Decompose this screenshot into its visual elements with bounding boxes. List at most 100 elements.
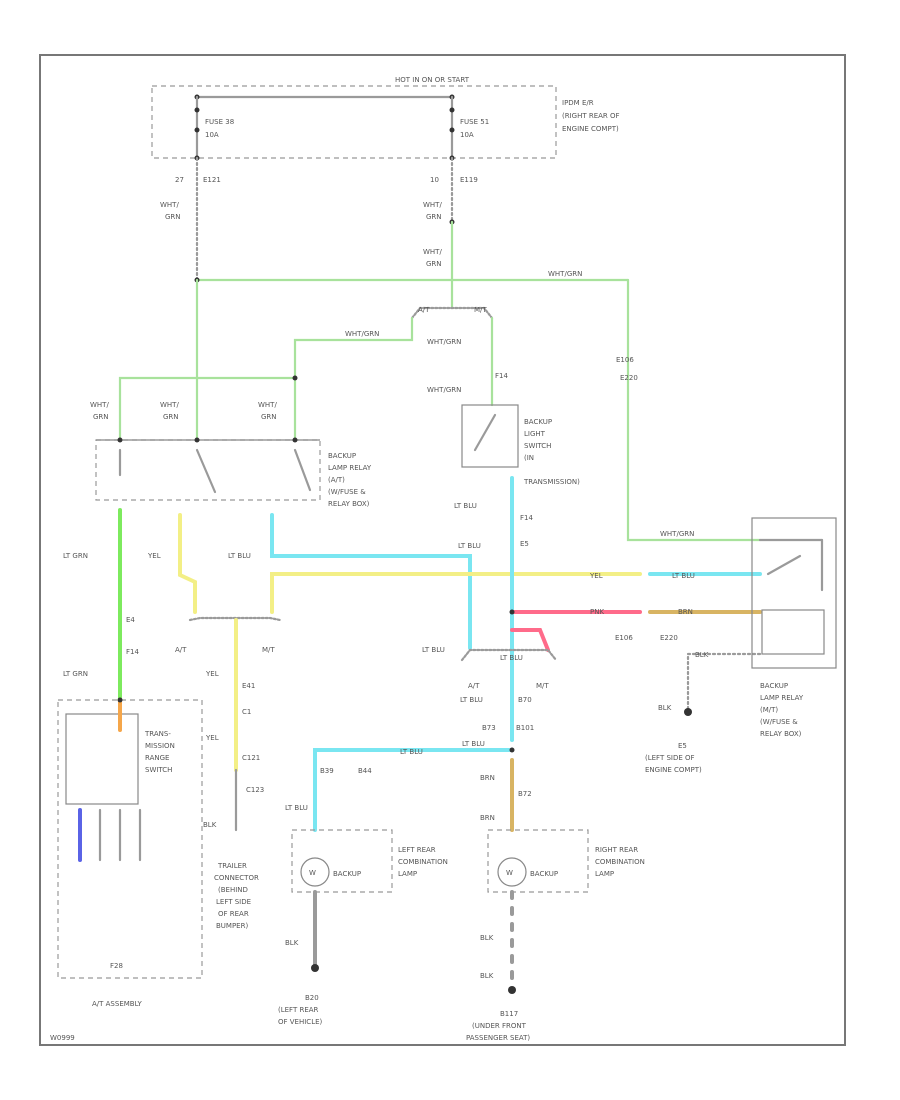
trs-label-4: SWITCH: [145, 766, 172, 774]
pnk-drop: [510, 628, 550, 652]
e41-label: E41: [242, 682, 255, 690]
b20-id: B20: [305, 994, 319, 1002]
right-lamp-label-1: RIGHT REAR: [595, 846, 638, 854]
mt-relay-label-3: (M/T): [760, 706, 778, 714]
c123-label: C123: [246, 786, 264, 794]
lt-blu-label-3: LT BLU: [672, 572, 695, 580]
splice-lamps: [509, 747, 515, 753]
ground-b20: [311, 964, 319, 972]
lt-blu-label-2: LT BLU: [458, 542, 481, 550]
wht-grn-right-4: GRN: [426, 260, 442, 268]
at-relay-switches: [117, 437, 312, 494]
b73-label: B73: [482, 724, 496, 732]
right-backup: BACKUP: [530, 870, 558, 878]
e5-ground-id: E5: [678, 742, 687, 750]
ground-e5: [684, 708, 692, 716]
e106-lower: E106: [615, 634, 633, 642]
right-lamp-bulb: [497, 857, 527, 887]
e5-ground-loc-2: ENGINE COMPT): [645, 766, 702, 774]
at-backup-relay-box: [95, 439, 321, 501]
lt-blu-label-10: LT BLU: [285, 804, 308, 812]
left-lamp-label-3: LAMP: [398, 870, 417, 878]
left-lamp-label-1: LEFT REAR: [398, 846, 436, 854]
f28-label: F28: [110, 962, 123, 970]
diagram-frame: [39, 54, 846, 1046]
mt-relay-coil: [761, 609, 825, 655]
lt-grn-label-1: LT GRN: [63, 552, 88, 560]
b39-label: B39: [320, 767, 334, 775]
yel-label-4: YEL: [205, 734, 219, 742]
pin-10: 10: [430, 176, 439, 184]
fuse-38-label: FUSE 38: [205, 118, 234, 126]
brn-label-relay: BRN: [678, 608, 693, 616]
f14-left: F14: [126, 648, 139, 656]
b101-label: B101: [516, 724, 534, 732]
wht-grn-right-2: GRN: [426, 213, 442, 221]
wht-grn-c-1: WHT/: [258, 401, 277, 409]
trs-box: [65, 713, 139, 805]
b117-loc-2: PASSENGER SEAT): [466, 1034, 530, 1042]
trailer-label-2: CONNECTOR: [214, 874, 259, 882]
b117-loc-1: (UNDER FRONT: [472, 1022, 527, 1030]
bls-label-2: LIGHT: [524, 430, 546, 438]
at-relay-label-2: LAMP RELAY: [328, 464, 372, 472]
e220-lower: E220: [660, 634, 678, 642]
figure-id: W0999: [50, 1034, 75, 1042]
trailer-label-4: LEFT SIDE: [216, 898, 251, 906]
blk-right-label-1: BLK: [480, 934, 494, 942]
blk-right-label-2: BLK: [480, 972, 494, 980]
ground-b117: [508, 986, 516, 994]
lt-blu-label-7: LT BLU: [460, 696, 483, 704]
e106-top: E106: [616, 356, 634, 364]
left-backup: BACKUP: [333, 870, 361, 878]
ipdm-er-box: [151, 85, 557, 159]
wht-grn-at: WHT/GRN: [345, 330, 379, 338]
b20-loc-2: OF VEHICLE): [278, 1018, 323, 1026]
bls-contact: [473, 413, 497, 452]
at-relay-label-4: (W/FUSE &: [328, 488, 366, 496]
bls-label-1: BACKUP: [524, 418, 552, 426]
green-right-run: [626, 278, 762, 542]
wht-grn-relay: WHT/GRN: [660, 530, 694, 538]
splice-pnk: [509, 609, 515, 615]
right-lamp-label-2: COMBINATION: [595, 858, 645, 866]
blk-relay-ground: [686, 652, 762, 714]
wht-grn-a-2: GRN: [93, 413, 109, 421]
at-assembly-box: [57, 699, 203, 979]
lt-blu-label-6: LT BLU: [500, 654, 523, 662]
trailer-label-3: (BEHIND: [218, 886, 248, 894]
at-label-mid: A/T: [175, 646, 187, 654]
lt-grn-label-2: LT GRN: [63, 670, 88, 678]
b70-label: B70: [518, 696, 532, 704]
pnk-label: PNK: [590, 608, 604, 616]
blk-relay-label-2: BLK: [658, 704, 672, 712]
left-lamp-bulb: [300, 857, 330, 887]
at-relay-label-5: RELAY BOX): [328, 500, 370, 508]
e220-top: E220: [620, 374, 638, 382]
wht-grn-top: WHT/GRN: [548, 270, 582, 278]
fuse-51-label: FUSE 51: [460, 118, 489, 126]
mt-relay-label-2: LAMP RELAY: [760, 694, 804, 702]
backup-light-switch-box: [461, 404, 519, 468]
mt-label-top: M/T: [474, 306, 487, 314]
b20-loc-1: (LEFT REAR: [278, 1006, 319, 1014]
right-lamp-box: [487, 829, 589, 893]
hot-in-on-label: HOT IN ON OR START: [395, 76, 470, 84]
yel-trunk: [270, 572, 642, 614]
lt-blu-wire-at: [270, 513, 472, 650]
wht-grn-bls: WHT/GRN: [427, 386, 461, 394]
lt-blu-label-4: LT BLU: [454, 502, 477, 510]
yel-label-1: YEL: [147, 552, 161, 560]
fuse-51-amp: 10A: [460, 131, 474, 139]
blk-label-trailer: BLK: [203, 821, 217, 829]
green-at-branch: [293, 316, 414, 442]
brn-label-2: BRN: [480, 814, 495, 822]
right-lamp-label-3: LAMP: [595, 870, 614, 878]
left-bulb-w: W: [309, 869, 316, 877]
ipdm-loc-label-2: ENGINE COMPT): [562, 125, 619, 133]
splice-relay-feed: [292, 375, 298, 381]
at-assembly-label: A/T ASSEMBLY: [92, 1000, 143, 1008]
fuse-38: [194, 95, 200, 161]
at-relay-label-1: BACKUP: [328, 452, 356, 460]
trailer-label-5: OF REAR: [218, 910, 249, 918]
